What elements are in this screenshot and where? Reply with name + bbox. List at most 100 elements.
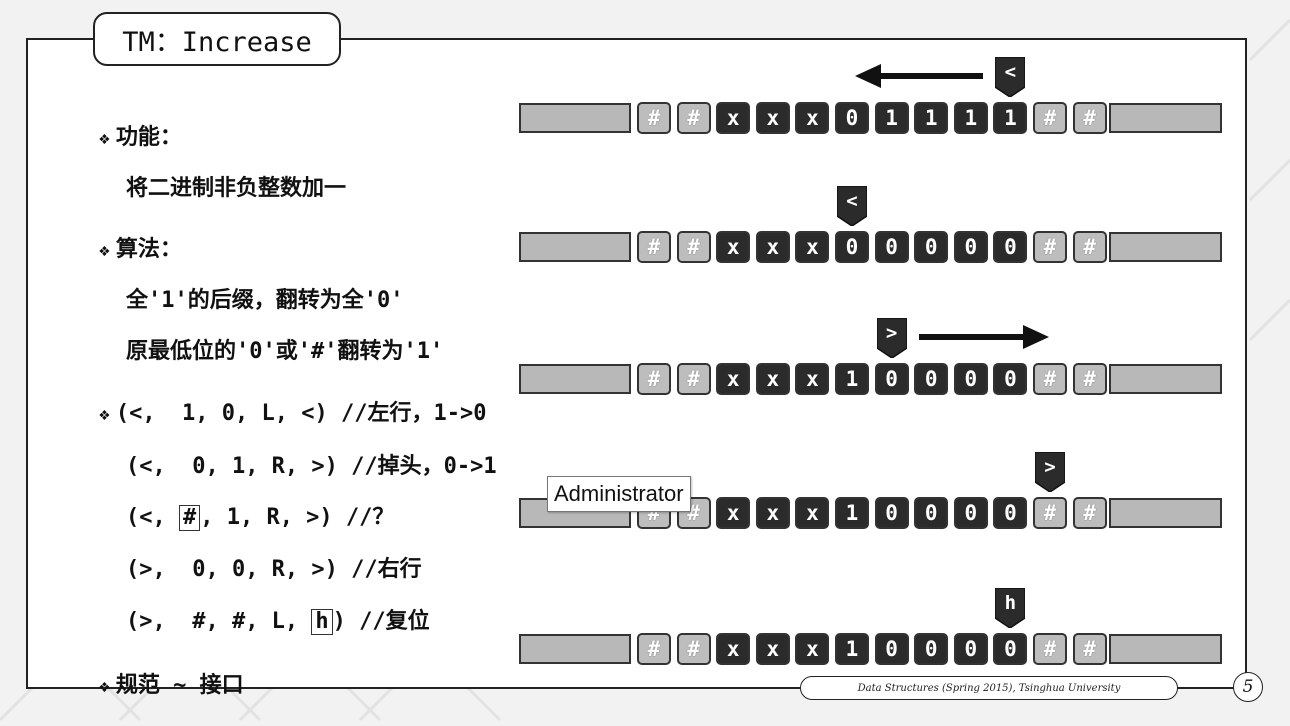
bullet-icon: ❖ — [98, 676, 110, 697]
tape-cell-symbol: # — [647, 106, 661, 130]
tape-cell: # — [676, 231, 711, 263]
tape-cell-symbol: # — [1083, 235, 1096, 259]
tape-cell: x — [795, 363, 830, 395]
tape-head-marker: < — [995, 57, 1026, 97]
tape-cell-symbol: x — [726, 235, 740, 259]
footer-course-label: Data Structures (Spring 2015), Tsinghua … — [800, 676, 1178, 700]
boxed-symbol-hash: # — [178, 505, 201, 531]
tape-cell: 0 — [914, 633, 949, 665]
tape-head-marker: > — [876, 318, 907, 358]
tape-cell-symbol: # — [1043, 235, 1057, 259]
tape-cell-symbol: # — [687, 106, 700, 130]
tape-cell-symbol: # — [687, 637, 700, 661]
tape-cell: x — [716, 633, 751, 665]
head-pointer-icon — [995, 57, 1026, 97]
tape-cell-symbol: # — [647, 637, 661, 661]
tape-cell-symbol: 0 — [1004, 501, 1017, 525]
line-text: 算法： — [115, 237, 182, 262]
line-text: 全'1'的后缀，翻转为全'0' — [125, 288, 404, 313]
head-state-label: > — [885, 322, 898, 344]
tooltip-author: Administrator — [547, 476, 691, 512]
tape-cell: 0 — [874, 633, 909, 665]
tape-cell: 0 — [953, 497, 988, 529]
tape-cell-symbol: 0 — [845, 235, 859, 259]
tape-cell-symbol: x — [766, 367, 780, 391]
text-line-algorithm-heading: ❖算法： — [46, 206, 182, 288]
tape-cell: 0 — [914, 363, 949, 395]
tape-cell-symbol: # — [1083, 637, 1096, 661]
tape-right-end — [1109, 498, 1222, 528]
tape-cell-symbol: 0 — [885, 501, 898, 525]
tape-left-end — [519, 232, 631, 262]
tape-right-end — [1109, 232, 1222, 262]
tape-cell: 0 — [914, 231, 949, 263]
tape-left-end — [519, 103, 631, 133]
tape-cell-symbol: x — [806, 637, 819, 661]
tape-head-marker: < — [837, 186, 867, 226]
tape-cell-symbol: x — [726, 637, 740, 661]
tape-cell: # — [1033, 231, 1067, 263]
bullet-icon: ❖ — [98, 128, 110, 149]
bullet-icon: ❖ — [98, 240, 110, 261]
tape-cell: # — [1072, 363, 1107, 395]
line-text: (<, 0, 1, R, >) //掉头，0->1 — [125, 454, 497, 479]
tape-cell: # — [1033, 633, 1067, 665]
tape-cell-symbol: x — [726, 501, 740, 525]
tape-cell-symbol: 1 — [845, 501, 859, 525]
tape-right-end — [1109, 634, 1222, 664]
tape-cell-symbol: # — [687, 367, 700, 391]
tape-cell: 0 — [874, 363, 909, 395]
line-text-pre: (<, — [125, 505, 179, 530]
tape-cell-symbol: 1 — [964, 106, 978, 130]
tape-cell: x — [755, 497, 790, 529]
tape-cell-symbol: x — [806, 235, 819, 259]
head-state-label: > — [1044, 456, 1056, 478]
tape-cell-symbol: x — [766, 637, 780, 661]
tape-cell: 0 — [874, 497, 909, 529]
tape-cell: 0 — [993, 231, 1028, 263]
page-number: 5 — [1233, 672, 1263, 702]
text-line-function-desc: 将二进制非负整数加一 — [73, 145, 346, 227]
text-line-rule2: (<, 0, 1, R, >) //掉头，0->1 — [73, 423, 497, 505]
tape-cell: x — [795, 633, 830, 665]
tape-cell-symbol: 1 — [845, 637, 859, 661]
tape-cell-symbol: 0 — [964, 235, 978, 259]
tape-cell-symbol: 0 — [924, 501, 938, 525]
tape-cell-symbol: x — [766, 106, 780, 130]
head-state-label: < — [846, 190, 858, 212]
tape-cell-symbol: 0 — [885, 637, 898, 661]
tape-cell-symbol: 1 — [885, 106, 898, 130]
arrow-left-icon — [855, 64, 984, 88]
tape-cell-symbol: x — [806, 367, 819, 391]
tape-cell: # — [637, 363, 671, 395]
tape-cell: x — [755, 231, 790, 263]
tape-head-marker: > — [1035, 452, 1065, 492]
tape-cell: 1 — [874, 102, 909, 134]
tape-cell-symbol: # — [1043, 501, 1057, 525]
tape-left-end — [519, 634, 631, 664]
head-pointer-icon — [876, 318, 907, 358]
tape-cell-symbol: # — [1083, 106, 1096, 130]
tape-cell-symbol: # — [1043, 637, 1057, 661]
slide-title: TM：Increase — [93, 12, 341, 66]
tape-cell-symbol: 0 — [924, 367, 938, 391]
tape-cell: # — [676, 102, 711, 134]
tape-cell-symbol: 1 — [1004, 106, 1017, 130]
tape-cell: 0 — [835, 102, 869, 134]
tape-cell-symbol: 0 — [885, 235, 898, 259]
line-text-post: , 1, R, >) //？ — [200, 505, 395, 530]
tape-cell-symbol: 0 — [924, 235, 938, 259]
arrow-right-icon — [918, 325, 1049, 349]
tape-cell-symbol: x — [726, 367, 740, 391]
tape-cell-symbol: 1 — [924, 106, 938, 130]
line-text: 规范 ~ 接口 — [115, 673, 244, 698]
tape-cell: 1 — [953, 102, 988, 134]
tape-left-end — [519, 364, 631, 394]
tape-cell: # — [1072, 497, 1107, 529]
tape-cell-symbol: 0 — [964, 637, 978, 661]
tape-cell: # — [637, 102, 671, 134]
tape-cell-symbol: 0 — [885, 367, 898, 391]
line-text: (>, 0, 0, R, >) //右行 — [125, 557, 422, 582]
tape-cell-symbol: # — [647, 367, 661, 391]
